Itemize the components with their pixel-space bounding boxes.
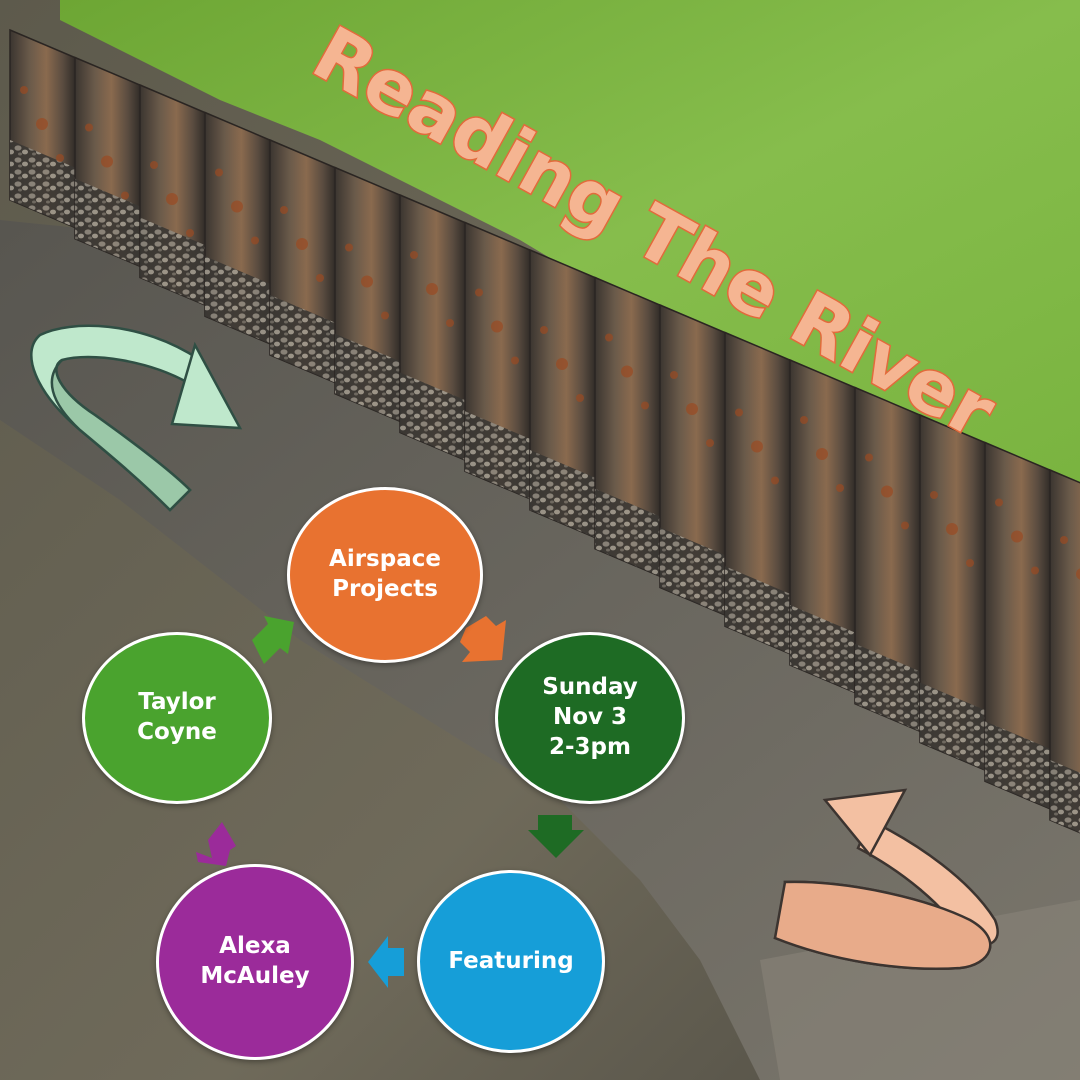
rust-spot (1011, 530, 1023, 543)
rust-spot (605, 333, 613, 342)
barnacle-band (725, 566, 791, 655)
rust-spot (316, 274, 324, 282)
rust-spot (491, 320, 503, 333)
rust-spot (475, 288, 483, 297)
rust-spot (85, 123, 93, 132)
rust-spot (1031, 566, 1039, 575)
rust-spot (556, 358, 568, 370)
barnacle-band (270, 295, 336, 383)
rust-spot (771, 476, 779, 485)
rust-spot (800, 416, 808, 424)
rust-spot (881, 485, 893, 498)
rust-spot (361, 275, 373, 288)
rust-spot (251, 236, 259, 245)
barnacle-band (205, 256, 271, 345)
rust-spot (735, 408, 743, 417)
rust-spot (410, 251, 418, 259)
node-label: Featuring (448, 947, 574, 974)
rust-spot (540, 326, 548, 334)
barnacle-band (75, 178, 141, 267)
rust-spot (576, 394, 584, 402)
rust-spot (966, 559, 974, 567)
rust-spot (901, 521, 909, 530)
rust-spot (215, 168, 223, 177)
rust-spot (166, 193, 178, 205)
cycle-node-taylor-coyne: Taylor Coyne (82, 632, 272, 804)
rust-spot (751, 440, 763, 453)
rust-spot (836, 484, 844, 492)
rust-spot (280, 206, 288, 214)
barnacle-band (790, 605, 856, 693)
rust-spot (121, 191, 129, 200)
rust-spot (56, 154, 64, 162)
rust-spot (381, 311, 389, 320)
rust-spot (670, 371, 678, 379)
barnacle-band (595, 488, 661, 577)
node-label: Alexa McAuley (200, 933, 310, 989)
rust-spot (231, 200, 243, 213)
cycle-node-featuring: Featuring (417, 870, 605, 1053)
rust-spot (621, 365, 633, 378)
rust-spot (20, 86, 28, 94)
barnacle-band (985, 721, 1051, 810)
barnacle-band (10, 140, 76, 228)
rust-spot (446, 319, 454, 327)
rust-spot (101, 155, 113, 168)
rust-spot (1060, 536, 1068, 544)
rust-spot (1076, 568, 1080, 580)
sheet-pile-wall (9, 28, 1080, 834)
barnacle-band (400, 372, 466, 461)
rust-spot (865, 453, 873, 462)
rust-spot (150, 161, 158, 169)
rust-spot (641, 401, 649, 410)
rust-spot (816, 448, 828, 460)
cycle-node-airspace-projects: Airspace Projects (287, 487, 483, 663)
node-label: Airspace Projects (329, 546, 441, 602)
cycle-node-alexa-mcauley: Alexa McAuley (156, 864, 354, 1060)
rust-spot (36, 118, 48, 130)
barnacle-band (660, 527, 726, 616)
barnacle-band (920, 682, 986, 771)
rust-spot (296, 238, 308, 250)
cycle-node-date-time: Sunday Nov 3 2-3pm (495, 632, 685, 804)
barnacle-band (530, 450, 596, 538)
rust-spot (186, 229, 194, 237)
rust-spot (686, 403, 698, 415)
barnacle-band (855, 643, 921, 732)
node-label: Taylor Coyne (137, 689, 217, 745)
rust-spot (995, 498, 1003, 507)
barnacle-band (335, 333, 401, 422)
barnacle-band (1050, 760, 1080, 833)
rust-spot (930, 491, 938, 499)
node-label: Sunday Nov 3 2-3pm (542, 674, 638, 760)
rust-spot (511, 356, 519, 365)
barnacle-band (465, 411, 531, 500)
rust-spot (946, 523, 958, 535)
barnacle-band (140, 217, 206, 306)
sheet-pile-column (1049, 468, 1080, 834)
rust-spot (706, 439, 714, 447)
rust-spot (345, 243, 353, 252)
rust-spot (426, 283, 438, 295)
